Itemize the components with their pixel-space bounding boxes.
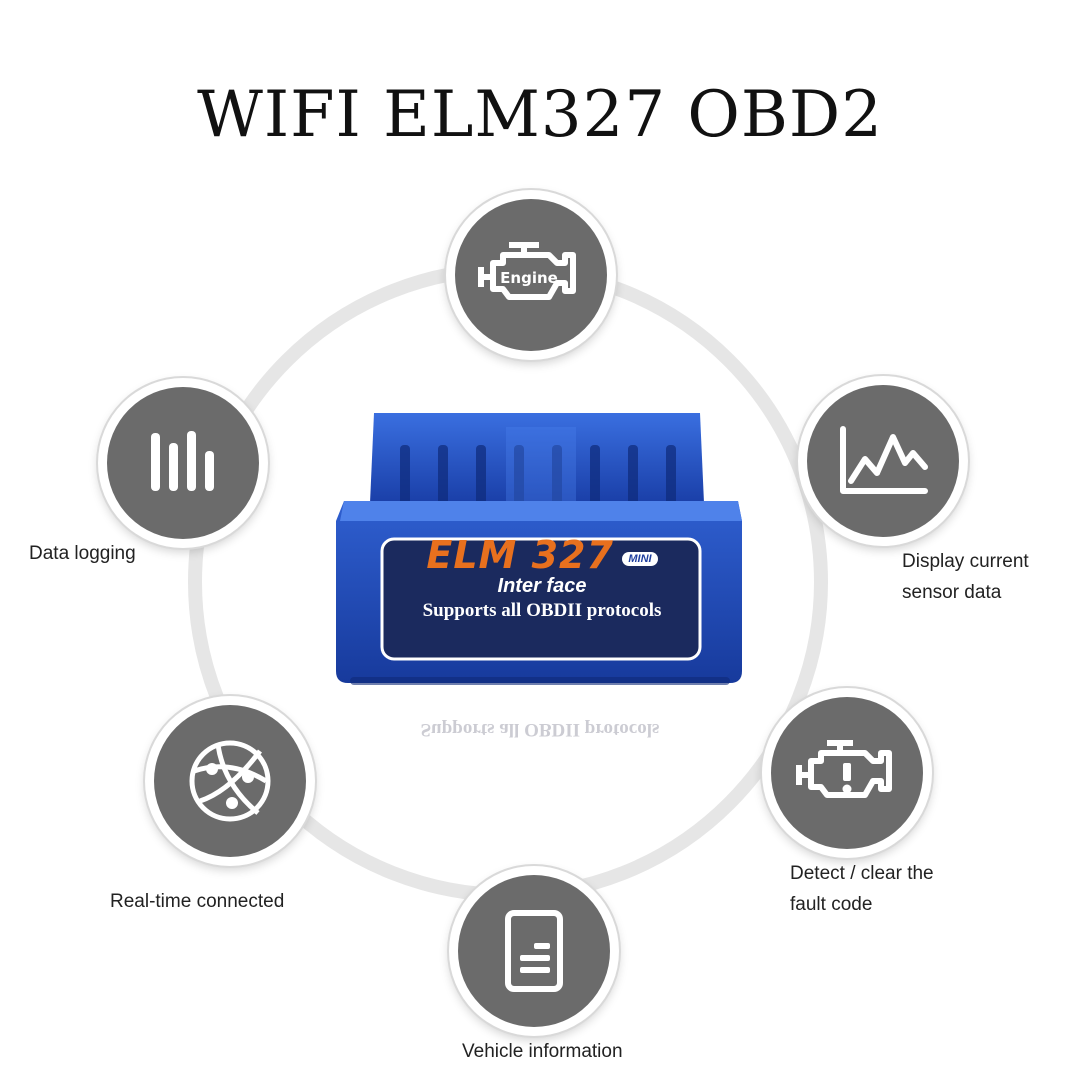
device-mini-badge: MINI — [622, 552, 658, 566]
device-reflection: Supports all OBDII protocols — [420, 719, 660, 740]
label-sensor-data: Display current sensor data — [902, 551, 1029, 603]
device-protocols-text: Supports all OBDII protocols — [422, 600, 662, 621]
feature-fault-code — [762, 688, 932, 858]
label-data-logging: Data logging — [29, 543, 136, 564]
feature-sensor-data — [798, 376, 968, 546]
line-chart-icon — [840, 426, 928, 494]
feature-vehicle-info — [449, 866, 619, 1036]
feature-engine: Engine — [446, 190, 616, 360]
engine-warning-icon — [796, 740, 892, 798]
feature-data-logging — [98, 378, 268, 548]
label-vehicle-info: Vehicle information — [462, 1041, 623, 1062]
feature-realtime — [145, 696, 315, 866]
device-label: ELM 327 MINI Inter face Supports all OBD… — [382, 533, 702, 622]
globe-network-icon — [189, 740, 271, 822]
label-realtime: Real-time connected — [110, 891, 285, 912]
device-brand: ELM 327 — [426, 533, 614, 577]
label-fault-code: Detect / clear the fault code — [790, 863, 934, 915]
engine-text: Engine — [500, 269, 558, 287]
bar-chart-icon — [151, 431, 214, 491]
device-interface-text: Inter face — [497, 575, 587, 597]
page-title: WIFI ELM327 OBD2 — [197, 78, 883, 152]
document-icon — [505, 910, 563, 992]
elm327-device: ELM 327 MINI Inter face Supports all OBD… — [330, 405, 750, 765]
engine-icon: Engine — [478, 242, 576, 300]
device-body — [336, 413, 742, 685]
